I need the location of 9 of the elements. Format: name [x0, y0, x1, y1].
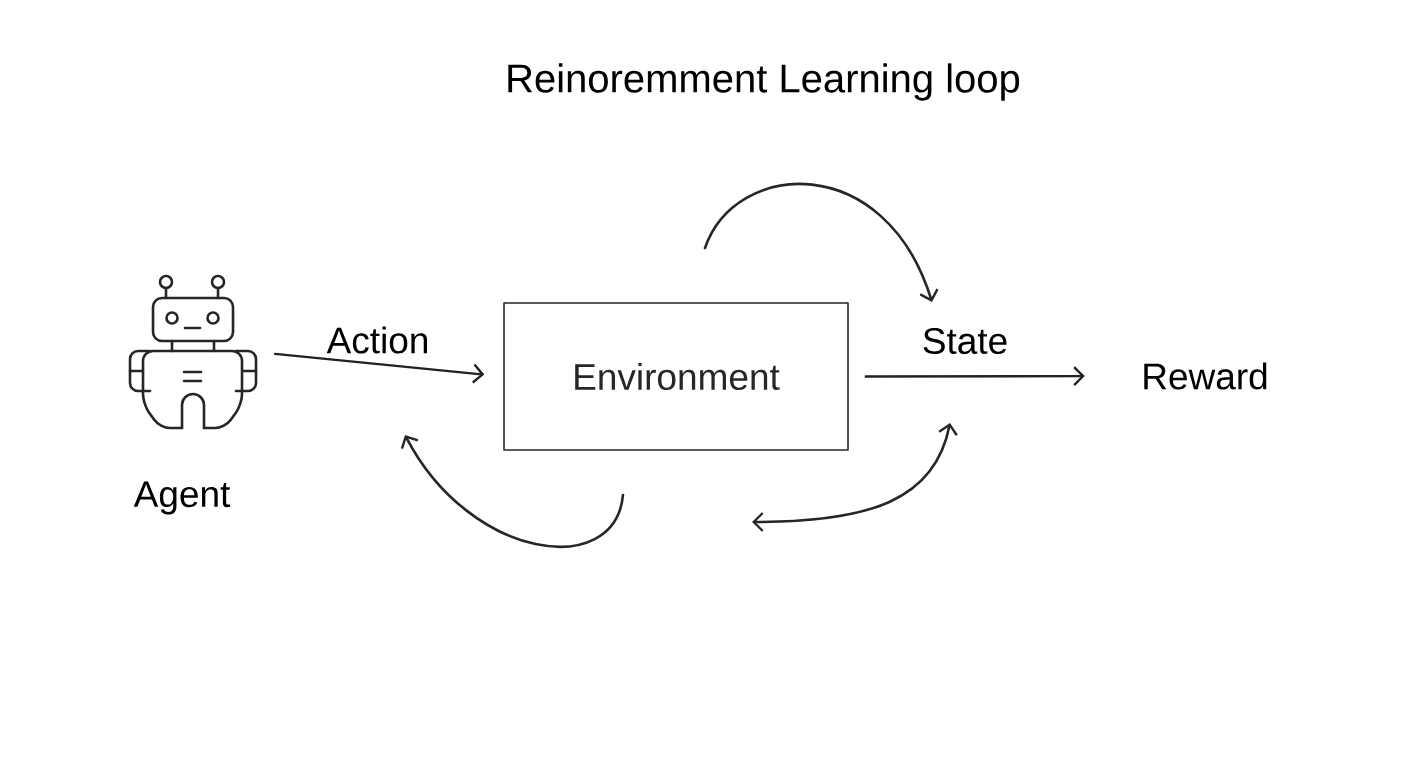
edge-label: Action — [325, 325, 431, 355]
node-caption: Agent — [133, 481, 231, 515]
robot-drawing — [128, 274, 258, 430]
node-text: Reward — [1144, 362, 1267, 390]
arrow — [864, 366, 1085, 386]
edge-label: State — [920, 326, 1010, 356]
arrow — [273, 352, 485, 384]
process-box: Environment — [503, 302, 849, 451]
title: Reinoremment Learning loop — [508, 63, 1020, 101]
